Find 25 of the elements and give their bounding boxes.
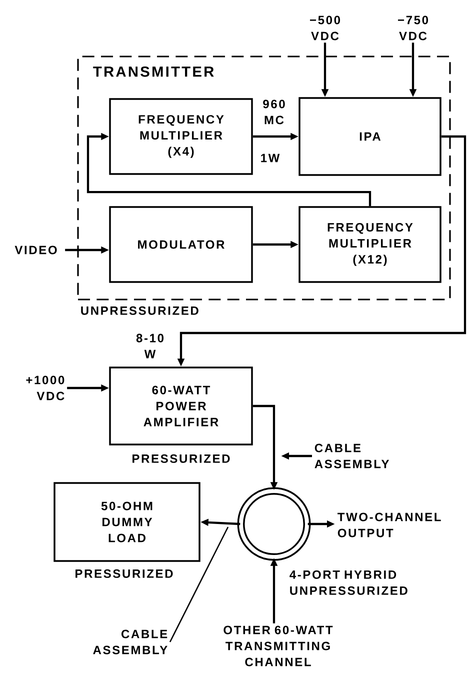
process-box: IPA: [298, 97, 442, 176]
output-label: TWO-CHANNEL OUTPUT: [338, 512, 441, 538]
zone-label: UNPRESSURIZED: [81, 306, 198, 315]
edge-label: 960 MC: [255, 98, 293, 126]
power-label: 1W: [261, 154, 280, 162]
callout-text: CABLE ASSEMBLY: [93, 630, 168, 654]
zone-label: 4-PORT HYBRID UNPRESSURIZED: [290, 570, 408, 595]
arrow: [86, 132, 372, 206]
voltage-label: −750 VDC: [398, 16, 428, 40]
process-box: FREQUENCY MULTIPLIER (X4): [109, 98, 253, 175]
input-label: OTHER 60-WATT TRANSMITTING CHANNEL: [224, 626, 333, 666]
hybrid-circle: [237, 487, 311, 561]
process-box: 50-OHM DUMMY LOAD: [54, 482, 200, 562]
edge-label: 8-10 W: [131, 332, 169, 360]
voltage-label: −500 VDC: [310, 16, 340, 40]
voltage-label: +1000 VDC: [26, 376, 64, 400]
input-label: VIDEO: [14, 246, 57, 254]
process-box: 60-WATT POWER AMPLIFIER: [109, 366, 253, 446]
zone-label: PRESSURIZED: [132, 454, 230, 463]
leader-line: [169, 526, 229, 642]
zone-label: PRESSURIZED: [76, 569, 173, 578]
callout-text: CABLE ASSEMBLY: [314, 444, 390, 468]
process-box: MODULATOR: [109, 206, 253, 283]
process-box: FREQUENCY MULTIPLIER (X12): [298, 206, 442, 283]
group-title: TRANSMITTER: [93, 66, 214, 77]
